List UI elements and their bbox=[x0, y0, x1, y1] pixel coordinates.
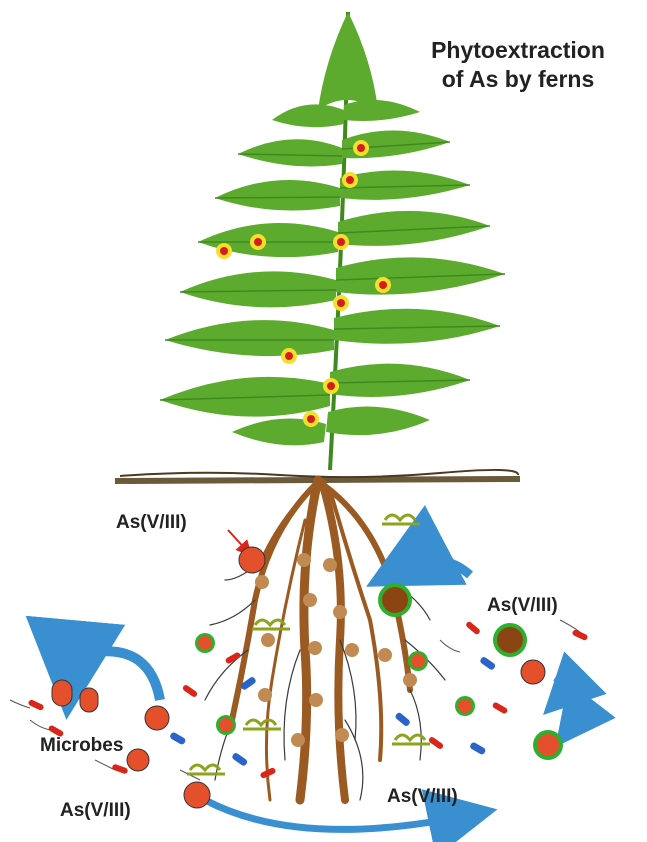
transform-arrow bbox=[568, 708, 575, 728]
frond-arsenic-dot bbox=[333, 295, 349, 311]
arsenic-particle-bound bbox=[533, 730, 563, 760]
arsenic-particle bbox=[521, 660, 545, 684]
root-system bbox=[205, 480, 445, 800]
frond-arsenic-dot bbox=[216, 243, 232, 259]
label-as-right: As(V/III) bbox=[487, 595, 558, 617]
arsenic-particle-bound bbox=[455, 696, 475, 716]
label-as-root: As(V/III) bbox=[116, 512, 187, 534]
label-as-bottom-right: As(V/III) bbox=[387, 786, 458, 808]
label-microbes: Microbes bbox=[40, 735, 123, 757]
title-line-2: of As by ferns bbox=[398, 65, 638, 94]
arsenic-particle bbox=[127, 749, 149, 771]
arsenic-particle-bound bbox=[378, 583, 412, 617]
transform-arrow bbox=[555, 678, 564, 698]
frond-arsenic-dot bbox=[375, 277, 391, 293]
microbe-cell bbox=[80, 688, 98, 712]
frond-arsenic-dot bbox=[333, 234, 349, 250]
uptake-arrow bbox=[398, 560, 470, 575]
arsenic-particle-bound bbox=[216, 715, 236, 735]
microbe-cell bbox=[52, 680, 72, 706]
frond-arsenic-dot bbox=[303, 411, 319, 427]
arsenic-particle-bound bbox=[195, 633, 215, 653]
title-line-1: Phytoextraction bbox=[398, 36, 638, 65]
label-as-bottom-left: As(V/III) bbox=[60, 800, 131, 822]
frond-arsenic-dot bbox=[353, 140, 369, 156]
arsenic-particle-bound bbox=[408, 651, 428, 671]
frond-arsenic-dot bbox=[323, 378, 339, 394]
diagram-title: Phytoextraction of As by ferns bbox=[398, 36, 638, 94]
arsenic-particle bbox=[239, 547, 265, 573]
frond-arsenic-dot bbox=[250, 234, 266, 250]
frond-arsenic-dot bbox=[281, 348, 297, 364]
frond-arsenic-dot bbox=[342, 172, 358, 188]
arsenic-particle bbox=[184, 782, 210, 808]
arsenic-particle bbox=[145, 706, 169, 730]
arsenic-particle-bound bbox=[493, 623, 527, 657]
